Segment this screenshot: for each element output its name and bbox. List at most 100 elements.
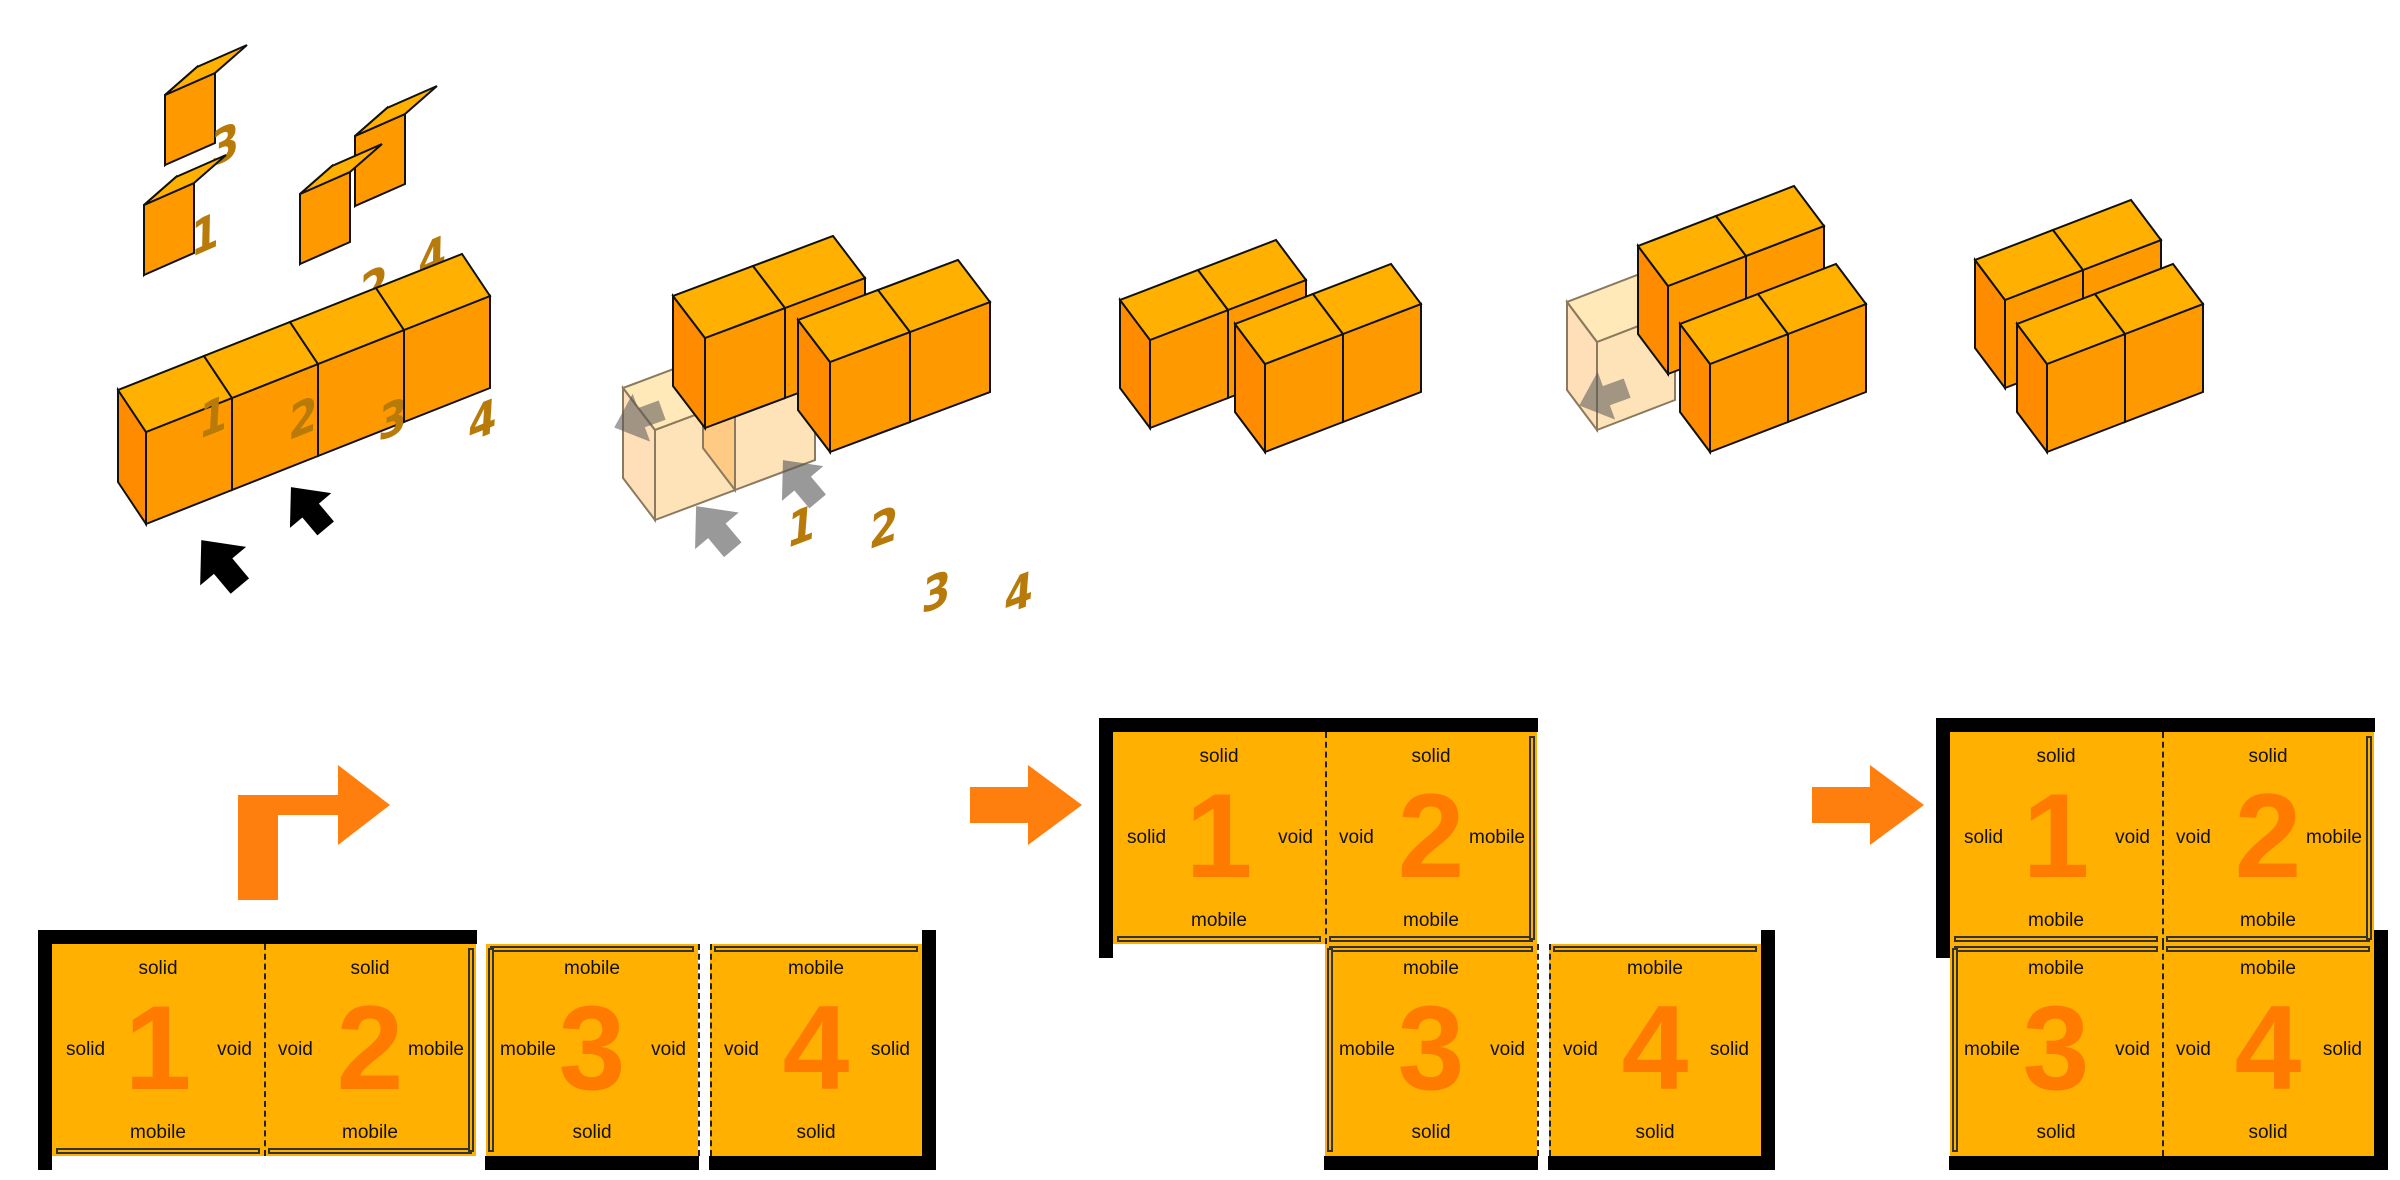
cube-top-face: [354, 85, 438, 137]
edge-mobile-right: [2366, 736, 2372, 940]
cube-number: 4: [467, 386, 499, 454]
edge-label-left: void: [724, 1039, 759, 1060]
edge-solid-top: [51, 930, 265, 944]
edge-label-left: mobile: [1339, 1039, 1395, 1060]
tile-3: mobile solid mobile void 3: [1949, 944, 2164, 1170]
edge-label-top: mobile: [564, 958, 620, 979]
cube-top-face: [164, 44, 248, 96]
edge-solid-bottom: [1548, 1156, 1762, 1170]
isometric-assembly-sequence: 314212341234123412341234: [116, 44, 2205, 620]
edge-label-bottom: mobile: [342, 1122, 398, 1143]
edge-label-right: mobile: [408, 1039, 464, 1060]
tile-number: 2: [1397, 769, 1465, 903]
edge-solid-right: [2374, 930, 2388, 1170]
edge-label-left: void: [1563, 1039, 1598, 1060]
cube-top-face: [299, 143, 383, 195]
edge-label-right: solid: [1709, 1039, 1749, 1060]
edge-solid-right: [922, 930, 936, 1170]
edge-mobile-bottom: [2166, 936, 2370, 942]
edge-label-top: mobile: [788, 958, 844, 979]
edge-label-right: mobile: [2306, 827, 2362, 848]
tile-number: 4: [2234, 981, 2302, 1115]
cube-front-face: [164, 71, 216, 167]
cube-top-face: [143, 154, 227, 206]
edge-label-right: void: [2115, 827, 2150, 848]
edge-label-top: mobile: [1627, 958, 1683, 979]
cube-number: 1: [190, 200, 219, 269]
tile-number: 4: [782, 981, 850, 1115]
cube-number: 2: [867, 494, 900, 561]
edge-label-bottom: solid: [796, 1122, 836, 1143]
edge-label-bottom: solid: [2248, 1122, 2288, 1143]
edge-label-left: void: [278, 1039, 313, 1060]
edge-mobile-bottom: [1329, 936, 1533, 942]
edge-label-top: solid: [1411, 746, 1451, 767]
tile-number: 3: [2022, 981, 2090, 1115]
edge-label-bottom: mobile: [1403, 910, 1459, 931]
edge-solid-right: [1761, 930, 1775, 1170]
edge-label-top: mobile: [2028, 958, 2084, 979]
edge-void-left: [1325, 732, 1327, 944]
edge-void-left: [1549, 944, 1551, 1156]
edge-label-bottom: mobile: [1191, 910, 1247, 931]
push-arrow-icon: [200, 540, 250, 594]
edge-label-right: void: [2115, 1039, 2150, 1060]
tile-number: 1: [1185, 769, 1253, 903]
edge-mobile-top: [490, 946, 694, 952]
edge-solid-top: [1949, 718, 2163, 732]
edge-label-top: mobile: [2240, 958, 2296, 979]
edge-label-left: mobile: [1964, 1039, 2020, 1060]
edge-mobile-bottom: [1117, 936, 1321, 942]
cube-top-face: [876, 258, 992, 334]
edge-solid-left: [38, 930, 52, 1170]
edge-label-bottom: solid: [572, 1122, 612, 1143]
cube-number: 1: [197, 383, 229, 451]
edge-label-top: solid: [1199, 746, 1239, 767]
edge-label-top: mobile: [1403, 958, 1459, 979]
edge-label-right: void: [217, 1039, 252, 1060]
cube-top-face: [751, 234, 867, 310]
cube-front-face: [143, 181, 195, 277]
edge-solid-bottom: [1949, 1156, 2163, 1170]
edge-label-right: void: [1490, 1039, 1525, 1060]
edge-label-top: solid: [2248, 746, 2288, 767]
edge-solid-left: [1099, 718, 1113, 958]
edge-void-right: [698, 944, 700, 1156]
edge-label-right: void: [1278, 827, 1313, 848]
edge-mobile-top: [1553, 946, 1757, 952]
edge-mobile-bottom: [268, 1148, 472, 1154]
edge-void-left: [2162, 944, 2164, 1156]
tile-1: solid mobile solid void 1: [1099, 718, 1327, 958]
edge-label-left: solid: [1964, 827, 2004, 848]
edge-solid-bottom: [1324, 1156, 1538, 1170]
edge-label-bottom: solid: [2036, 1122, 2076, 1143]
cube-number: 3: [211, 110, 240, 179]
edge-label-left: void: [2176, 827, 2211, 848]
push-arrow-icon: [695, 506, 742, 558]
edge-label-bottom: mobile: [2028, 910, 2084, 931]
right-arrow-icon: [970, 765, 1082, 845]
push-arrow-icon: [1579, 371, 1631, 420]
edge-label-right: solid: [2322, 1039, 2362, 1060]
cube-top-face: [1714, 184, 1826, 258]
cube-top-face: [1196, 238, 1308, 312]
edge-label-bottom: mobile: [130, 1122, 186, 1143]
cube-number: 3: [920, 558, 953, 620]
cube-top-face: [1756, 262, 1868, 336]
cube-top-face: [374, 252, 492, 332]
cube-number: 4: [1002, 559, 1035, 620]
edge-label-left: solid: [1127, 827, 1167, 848]
edge-solid-bottom: [2161, 1156, 2375, 1170]
